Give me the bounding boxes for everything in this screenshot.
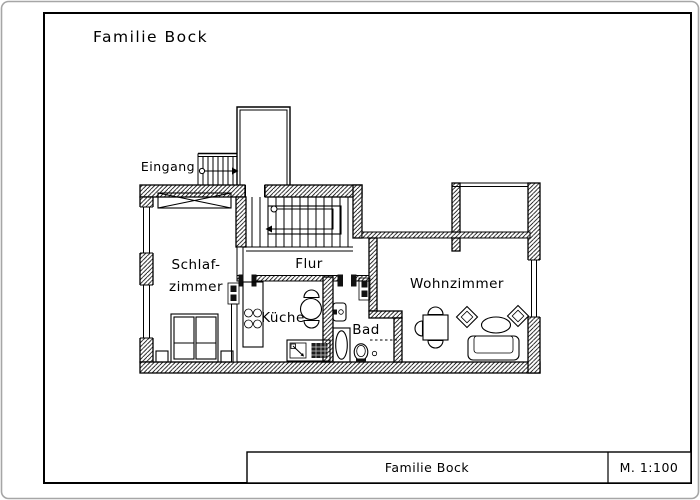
kitchen-table-set (299, 289, 323, 329)
label-wohnzimmer: Wohnzimmer (410, 276, 504, 292)
kitchen-counter (242, 281, 264, 348)
nightstand-left (155, 350, 169, 363)
room-kueche: Küche (242, 281, 331, 362)
stair-walk-line (265, 205, 334, 233)
entrance-porch (236, 106, 291, 185)
radiator-schlafzimmer (227, 282, 240, 305)
room-wohnzimmer: Wohnzimmer (410, 276, 530, 361)
page-title: Familie Bock (93, 28, 208, 46)
label-bad: Bad (352, 322, 380, 338)
sofa (467, 335, 520, 361)
title-block: Familie Bock M. 1:100 (246, 451, 692, 484)
bathtub (332, 327, 351, 363)
stove-burners (244, 308, 262, 329)
window-left-1 (139, 206, 154, 254)
armchair-right (506, 304, 530, 328)
label-kueche: Küche (261, 310, 305, 326)
interior-stairs (246, 197, 353, 252)
exterior-walls (139, 182, 541, 374)
label-schlafzimmer-1: Schlaf- (172, 257, 221, 273)
toilet (353, 343, 369, 362)
title-block-project: Familie Bock (385, 460, 470, 475)
dining-table-set (414, 306, 449, 349)
label-flur: Flur (295, 256, 323, 272)
exterior-stairs (197, 152, 239, 185)
wardrobe (157, 192, 232, 209)
nightstand-right (220, 350, 234, 363)
radiator-bad (358, 277, 371, 301)
double-bed (170, 313, 219, 363)
entrance-arrow (198, 167, 239, 175)
title-block-scale: M. 1:100 (620, 460, 679, 475)
door-knob-mark (371, 350, 378, 357)
window-left-2 (139, 284, 154, 339)
window-right (527, 259, 541, 318)
label-eingang: Eingang (141, 159, 195, 174)
coffee-table-oval (480, 316, 512, 334)
label-schlafzimmer-2: zimmer (169, 279, 223, 295)
room-schlafzimmer: Schlaf- zimmer (155, 192, 240, 363)
kitchen-sink-unit (286, 339, 331, 362)
armchair-left (455, 305, 479, 329)
room-bad: Bad (332, 277, 397, 363)
wash-basin (332, 302, 347, 322)
